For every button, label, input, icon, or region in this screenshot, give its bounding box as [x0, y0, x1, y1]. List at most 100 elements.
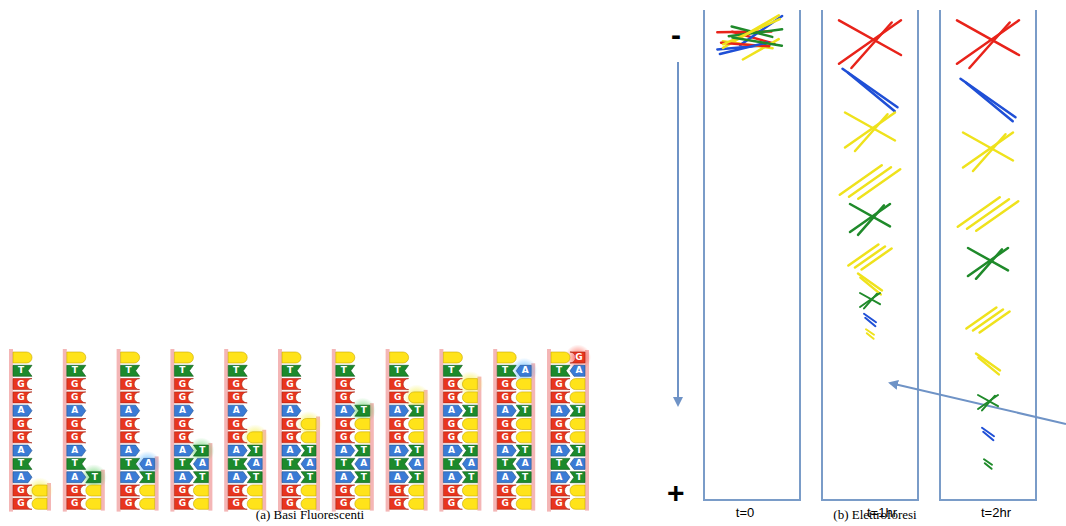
- base-letter: A: [68, 472, 82, 483]
- time-label: t=2hr: [966, 505, 1026, 520]
- complement-base: [193, 472, 208, 483]
- base-letter: A: [283, 405, 297, 416]
- template-base: [336, 472, 355, 483]
- base-letter: G: [122, 379, 136, 390]
- base-letter: G: [175, 379, 189, 390]
- template-base: [67, 458, 86, 469]
- complement-base: [193, 458, 208, 469]
- pointer-arrow: [890, 383, 1066, 424]
- complement-base: [462, 392, 477, 403]
- dna-fragment: [980, 312, 1010, 333]
- template-base: [282, 352, 301, 363]
- base-letter: G: [391, 419, 405, 430]
- dna-fragment: [839, 20, 901, 55]
- base-letter: G: [337, 485, 351, 496]
- base-letter: G: [68, 498, 82, 509]
- base-letter: T: [229, 458, 243, 469]
- base-letter: T: [552, 458, 566, 469]
- base-letter: T: [175, 365, 189, 376]
- base-letter: G: [391, 379, 405, 390]
- dna-fragment: [845, 113, 895, 141]
- template-base: [390, 365, 409, 376]
- template-base: [390, 472, 409, 483]
- template-base: [228, 392, 247, 403]
- base-letter: T: [498, 458, 512, 469]
- base-letter: A: [283, 472, 297, 483]
- complement-base: [247, 485, 262, 496]
- template-base: [67, 392, 86, 403]
- dna-fragment: [860, 278, 880, 295]
- template-base: [551, 432, 570, 443]
- base-letter: T: [229, 365, 243, 376]
- base-letter: A: [518, 458, 532, 469]
- backbone-rod: [531, 363, 535, 510]
- complement-base: [570, 458, 585, 469]
- template-base: [336, 432, 355, 443]
- base-letter: G: [391, 498, 405, 509]
- complement-base: [409, 472, 424, 483]
- complement-base: [570, 445, 585, 456]
- complement-base: [409, 392, 424, 403]
- base-letter: G: [14, 498, 28, 509]
- dna-fragment: [864, 294, 877, 309]
- base-letter: G: [122, 498, 136, 509]
- template-base: [497, 472, 516, 483]
- base-letter: G: [229, 498, 243, 509]
- template-base: [174, 405, 193, 416]
- template-base: [551, 419, 570, 430]
- base-letter: G: [337, 392, 351, 403]
- template-base: [228, 498, 247, 509]
- template-base: [228, 458, 247, 469]
- template-base: [443, 485, 462, 496]
- complement-base: [570, 379, 585, 390]
- template-base: [174, 379, 193, 390]
- base-letter: A: [337, 405, 351, 416]
- complement-base: [301, 432, 316, 443]
- base-letter: G: [68, 379, 82, 390]
- backbone-rod: [424, 390, 428, 511]
- base-letter: A: [498, 405, 512, 416]
- base-letter: A: [357, 458, 371, 469]
- complement-base: [570, 352, 585, 363]
- base-letter: T: [303, 472, 317, 483]
- dna-fragment: [851, 22, 891, 68]
- template-base: [228, 472, 247, 483]
- complement-base: [570, 472, 585, 483]
- base-letter: T: [518, 445, 532, 456]
- complement-base: [516, 445, 531, 456]
- dna-fragment: [969, 22, 1009, 68]
- complement-base: [301, 485, 316, 496]
- backbone-rod: [117, 349, 121, 512]
- complement-base: [86, 472, 101, 483]
- base-letter: T: [357, 472, 371, 483]
- template-base: [551, 472, 570, 483]
- complement-base: [462, 472, 477, 483]
- base-letter: G: [229, 485, 243, 496]
- base-letter: A: [122, 405, 136, 416]
- complement-base: [516, 405, 531, 416]
- dna-fragment: [858, 205, 884, 234]
- base-letter: G: [14, 485, 28, 496]
- base-letter: T: [391, 365, 405, 376]
- template-base: [121, 458, 140, 469]
- base-letter: G: [68, 485, 82, 496]
- base-letter: A: [14, 472, 28, 483]
- dna-fragment: [850, 204, 890, 232]
- template-base: [282, 472, 301, 483]
- base-letter: T: [357, 405, 371, 416]
- base-letter: T: [518, 472, 532, 483]
- dna-fragment: [839, 20, 901, 63]
- template-base: [174, 458, 193, 469]
- complement-base: [570, 365, 585, 376]
- template-base: [390, 498, 409, 509]
- template-base: [497, 405, 516, 416]
- base-letter: T: [572, 405, 586, 416]
- base-letter: G: [68, 419, 82, 430]
- complement-base: [355, 432, 370, 443]
- template-base: [228, 485, 247, 496]
- dna-fragment: [858, 274, 882, 291]
- complement-base: [32, 485, 47, 496]
- base-letter: T: [195, 445, 209, 456]
- template-base: [67, 365, 86, 376]
- base-letter: A: [552, 445, 566, 456]
